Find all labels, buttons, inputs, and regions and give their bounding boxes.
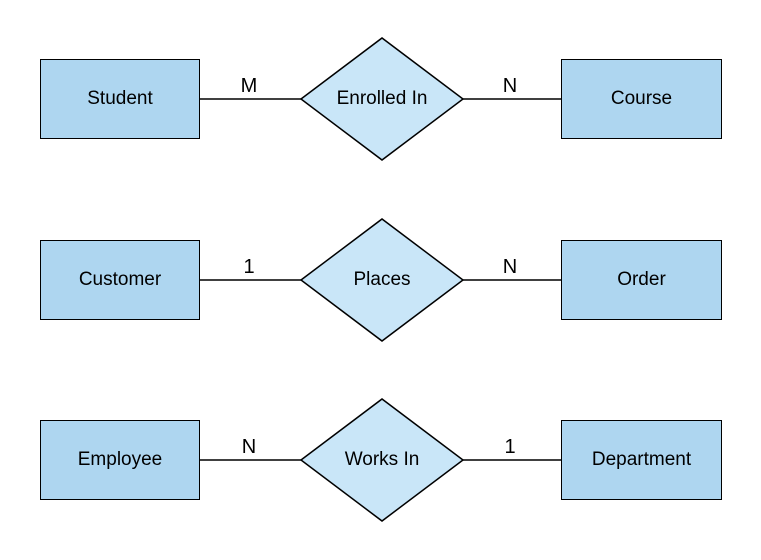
cardinality-label-right: 1 [504,436,516,458]
entity-employee[interactable]: Employee [40,420,200,500]
entity-student[interactable]: Student [40,59,200,139]
entity-label: Course [610,88,673,109]
connector-student-course [200,37,561,161]
entity-order[interactable]: Order [561,240,722,320]
connector-employee-department [200,398,561,522]
entity-label: Employee [77,449,163,470]
entity-label: Customer [78,269,162,290]
connector-customer-order [200,218,561,342]
cardinality-label-left: 1 [243,256,255,278]
relationship-label: Works In [344,449,420,470]
relationship-row-student-course: Student M Enrolled In N Course [0,37,761,161]
entity-label: Department [591,449,692,470]
relationship-row-employee-department: Employee N Works In 1 Department [0,398,761,522]
entity-label: Order [617,269,666,290]
relationship-label: Enrolled In [336,88,428,109]
entity-course[interactable]: Course [561,59,722,139]
entity-department[interactable]: Department [561,420,722,500]
relationship-row-customer-order: Customer 1 Places N Order [0,218,761,342]
entity-label: Student [87,88,153,109]
cardinality-label-left: M [240,75,258,97]
entity-customer[interactable]: Customer [40,240,200,320]
cardinality-label-right: N [502,256,518,278]
cardinality-label-right: N [502,75,518,97]
cardinality-label-left: N [241,436,257,458]
relationship-label: Places [353,269,411,290]
